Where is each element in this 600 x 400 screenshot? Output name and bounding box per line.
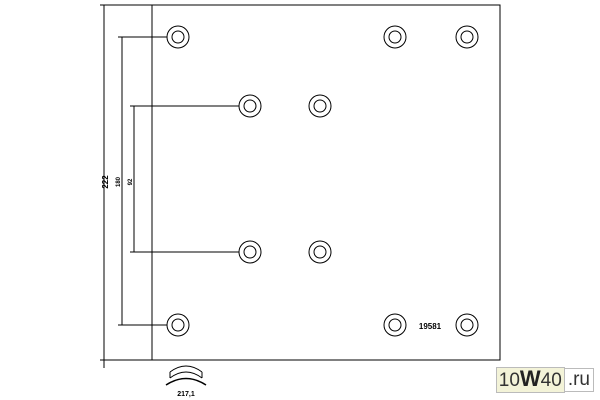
rivet-hole <box>383 313 407 337</box>
hole-inner-ring <box>171 30 185 44</box>
hole-outer-ring <box>308 94 332 118</box>
hole-inner-ring <box>460 30 474 44</box>
rivet-hole <box>166 313 190 337</box>
hole-inner-ring <box>388 318 402 332</box>
arc-length-symbol: 217,1 <box>165 365 207 398</box>
hole-outer-ring <box>455 25 479 49</box>
logo-prefix: 10 <box>498 370 520 391</box>
part-number: 19581 <box>419 322 442 331</box>
hole-inner-ring <box>388 30 402 44</box>
dimension-label-222: 222 <box>101 175 110 189</box>
logo-tld: .ru <box>564 368 594 392</box>
arc-length-label: 217,1 <box>177 391 195 398</box>
rivet-hole <box>308 240 332 264</box>
hole-inner-ring <box>243 99 257 113</box>
hole-outer-ring <box>308 240 332 264</box>
hole-outer-ring <box>166 313 190 337</box>
hole-outer-ring <box>383 25 407 49</box>
dimension-180: 180 <box>116 36 167 326</box>
dimension-92: 92 <box>128 105 239 253</box>
rivet-hole <box>455 313 479 337</box>
logo-main: 10W40 <box>495 366 565 393</box>
dimension-222: 222 <box>100 4 152 368</box>
logo-suffix: 40 <box>540 370 562 391</box>
hole-outer-ring <box>383 313 407 337</box>
hole-outer-ring <box>166 25 190 49</box>
hole-outer-ring <box>238 94 262 118</box>
hole-inner-ring <box>171 318 185 332</box>
rivet-holes <box>166 25 479 337</box>
hole-inner-ring <box>243 245 257 259</box>
logo-emphasis: W <box>519 366 541 391</box>
hole-outer-ring <box>238 240 262 264</box>
hole-inner-ring <box>313 99 327 113</box>
rivet-hole <box>238 240 262 264</box>
hole-outer-ring <box>455 313 479 337</box>
lining-plate-outline <box>151 4 501 361</box>
dimension-label-92: 92 <box>128 178 134 185</box>
rivet-hole <box>383 25 407 49</box>
rivet-hole <box>455 25 479 49</box>
dimension-label-180: 180 <box>116 176 122 187</box>
hole-inner-ring <box>313 245 327 259</box>
rivet-hole <box>238 94 262 118</box>
watermark-logo: 10W40 .ru <box>495 366 594 393</box>
rivet-hole <box>308 94 332 118</box>
rivet-hole <box>166 25 190 49</box>
hole-inner-ring <box>460 318 474 332</box>
